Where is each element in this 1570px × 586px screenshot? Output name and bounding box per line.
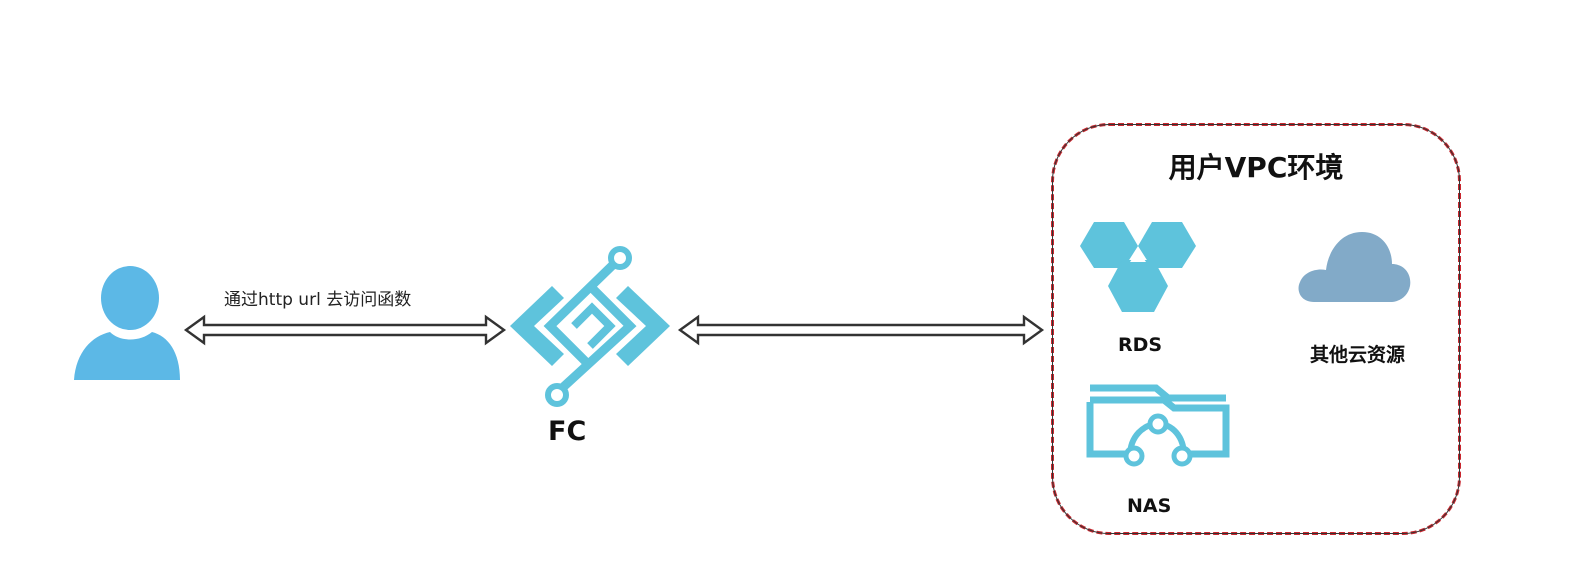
rds-database-icon — [1080, 222, 1196, 312]
rds-label: RDS — [1118, 334, 1163, 356]
double-arrow-user-fc — [183, 314, 507, 346]
nas-folder-icon — [1086, 384, 1230, 467]
user-icon — [74, 266, 180, 380]
fc-label: FC — [548, 416, 587, 447]
function-compute-icon — [510, 246, 670, 407]
vpc-environment-box — [1051, 123, 1461, 535]
edge-label-http-url: 通过http url 去访问函数 — [224, 290, 412, 310]
nas-label: NAS — [1127, 495, 1172, 517]
cloud-resources-label: 其他云资源 — [1310, 344, 1406, 366]
vpc-title: 用户VPC环境 — [1168, 151, 1344, 184]
double-arrow-fc-vpc — [677, 314, 1045, 346]
cloud-icon — [1298, 232, 1411, 302]
